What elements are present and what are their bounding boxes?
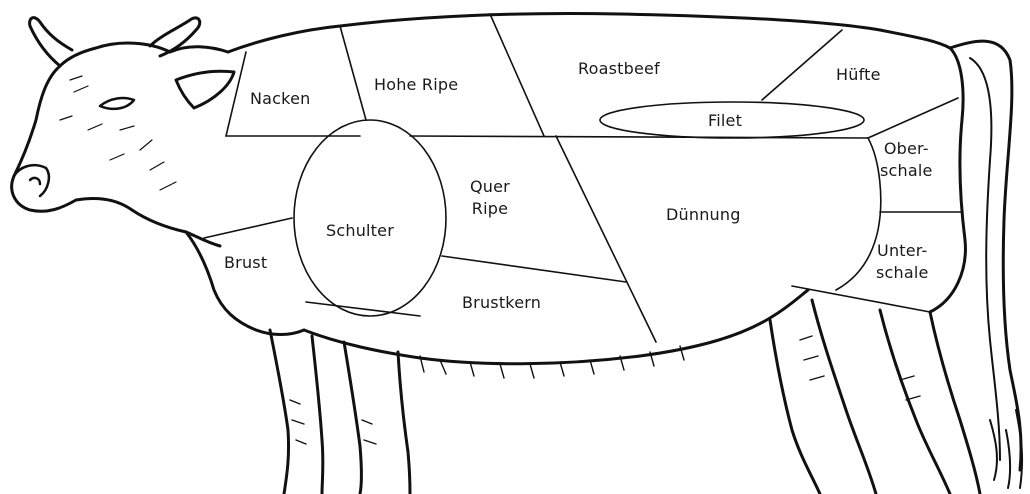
cut-line-brust-top: [204, 218, 292, 238]
cow-front-leg-left: [270, 330, 323, 494]
cow-eye: [100, 98, 134, 109]
cow-tail-tuft: [990, 410, 1022, 488]
cow-front-leg-shading: [290, 400, 376, 444]
cut-label-unterschale: Unter- schale: [876, 240, 929, 283]
cow-muzzle: [14, 165, 49, 196]
cow-rump-outline: [930, 48, 965, 312]
cut-line-nacken-hohe-ripe: [340, 26, 366, 120]
cow-hind-leg-left: [770, 300, 876, 494]
cut-label-roastbeef: Roastbeef: [578, 58, 660, 80]
cow-dewlap: [186, 232, 304, 335]
cut-label-duennung: Dünnung: [666, 204, 741, 226]
cut-label-quer-ripe: Quer Ripe: [470, 176, 510, 219]
cut-label-brust: Brust: [224, 252, 267, 274]
cut-label-hohe-ripe: Hohe Ripe: [374, 74, 458, 96]
cut-line-duennung-right: [836, 138, 881, 290]
cut-label-oberschale: Ober- schale: [880, 138, 933, 181]
cut-label-huefte: Hüfte: [836, 64, 881, 86]
cow-tail-inner: [970, 58, 1000, 460]
cut-line-huefte-oberschale: [868, 98, 958, 138]
cow-head-shading: [60, 76, 176, 190]
cow-jaw-outline: [132, 210, 220, 246]
cow-hind-leg-shading: [800, 336, 920, 400]
cut-label-filet: Filet: [708, 110, 742, 132]
cut-line-hohe-ripe-roastbeef: [490, 14, 544, 136]
cut-label-nacken: Nacken: [250, 88, 310, 110]
cut-line-roastbeef-huefte: [762, 30, 842, 100]
cow-head-outline: [12, 43, 228, 211]
cut-label-schulter: Schulter: [326, 220, 394, 242]
cow-hind-leg-right: [880, 310, 980, 494]
cut-line-quer-ripe-duennung: [556, 136, 656, 342]
cut-label-brustkern: Brustkern: [462, 292, 541, 314]
cow-left-horn: [30, 18, 72, 66]
cut-line-quer-ripe-brustkern: [442, 256, 626, 282]
cow-front-leg-right: [344, 342, 410, 494]
cow-back-outline: [228, 14, 950, 53]
cow-ear: [176, 71, 234, 108]
cow-belly-outline: [304, 290, 808, 364]
cut-line-brustkern-bottom: [306, 302, 420, 316]
cut-outline-schulter: [294, 120, 446, 316]
